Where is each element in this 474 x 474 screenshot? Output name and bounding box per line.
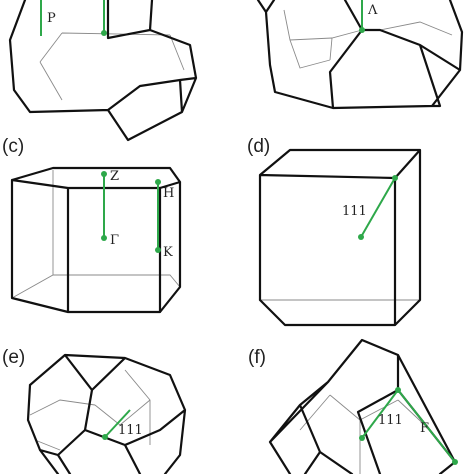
panel-a-edges — [8, 0, 198, 142]
panel-a-point-label-P: P — [47, 11, 56, 26]
panel-c-point-label-H: H — [163, 186, 174, 201]
panel-d-label: (d) — [247, 136, 270, 157]
panel-c: (c) Z Γ H K — [2, 136, 182, 314]
panel-f-edges — [268, 338, 457, 474]
panel-c-edges — [10, 166, 182, 314]
panel-d-edges — [258, 148, 422, 327]
panel-b-point-dot — [359, 27, 365, 33]
panel-d: (d) 111 — [247, 136, 422, 327]
panel-b-edges — [256, 0, 464, 110]
panel-e-edges — [26, 353, 187, 474]
panel-b-point-label-Lambda: Λ — [367, 3, 378, 18]
panel-f-gamma-dot — [359, 435, 365, 441]
panel-f-F-dot — [452, 459, 458, 465]
panel-f-corner-dot — [395, 387, 401, 393]
panel-c-label: (c) — [2, 136, 24, 157]
panel-d-path-line — [360, 177, 396, 238]
panel-c-point-H-dot — [155, 179, 161, 185]
panel-c-hidden-edges — [11, 170, 181, 299]
panel-f: (f) 111 F — [248, 338, 458, 474]
panel-a-point-dot — [101, 30, 107, 36]
panel-f-point-label-111: 111 — [378, 413, 403, 428]
panel-e-path-line — [104, 409, 131, 438]
panel-e: (e) 111 — [2, 347, 187, 474]
panel-b-hidden-edges — [283, 9, 453, 69]
panel-f-path-F — [397, 389, 456, 463]
panel-d-gamma-dot — [358, 234, 364, 240]
panel-c-point-Z-dot — [101, 171, 107, 177]
panel-e-point-label-111: 111 — [118, 423, 143, 438]
panel-f-label: (f) — [248, 347, 266, 368]
panel-f-path-111 — [361, 389, 399, 439]
panel-d-point-label-111: 111 — [342, 204, 367, 219]
panel-f-point-label-F: F — [420, 421, 429, 436]
panel-a-hidden-edges — [39, 32, 185, 101]
panel-a: P — [8, 0, 198, 142]
panel-c-point-K-dot — [155, 247, 161, 253]
panel-e-label: (e) — [2, 347, 25, 368]
panel-c-point-label-K: K — [163, 245, 173, 260]
panel-e-gamma-dot — [102, 434, 108, 440]
panel-c-point-Gamma-dot — [101, 235, 107, 241]
panel-e-hidden-edges — [29, 369, 151, 451]
panel-d-corner-dot — [392, 175, 398, 181]
panel-c-point-label-Gamma: Γ — [110, 233, 119, 248]
panel-c-point-label-Z: Z — [110, 169, 119, 184]
panel-b: Λ — [256, 0, 464, 110]
